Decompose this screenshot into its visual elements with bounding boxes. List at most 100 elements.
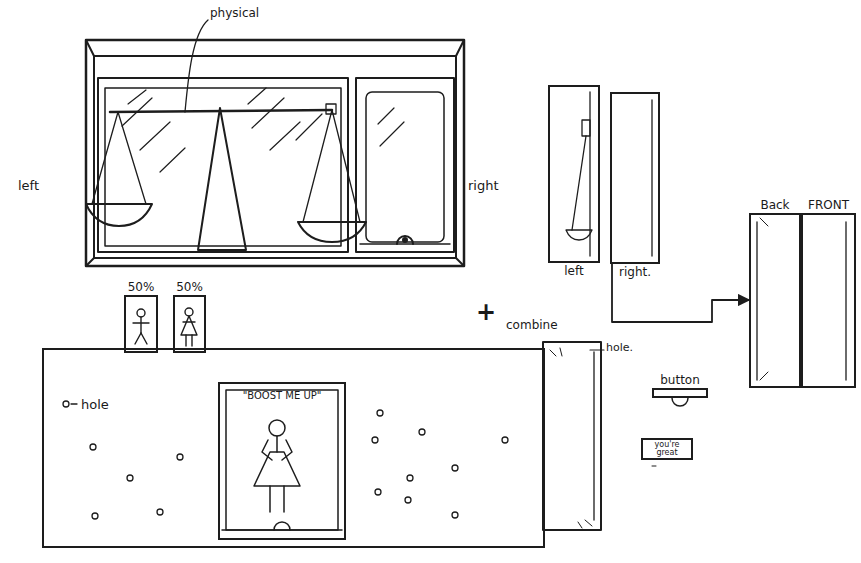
display-cabinet xyxy=(86,40,464,266)
panel-half: Back xyxy=(749,213,801,388)
side-strip xyxy=(560,348,562,356)
poster-figure xyxy=(269,420,285,436)
base-holes xyxy=(419,429,425,435)
sketch-note: combine xyxy=(506,318,558,332)
node-text: Back xyxy=(760,199,789,212)
stick-woman xyxy=(183,321,195,322)
panel-half: FRONT xyxy=(801,213,856,388)
display-cabinet xyxy=(98,78,348,252)
stick-woman xyxy=(181,308,197,346)
display-cabinet xyxy=(366,92,444,242)
node-text: left xyxy=(564,265,583,278)
button-piece: button xyxy=(652,388,708,398)
window-hatching xyxy=(248,88,266,104)
window-hatching xyxy=(160,148,185,172)
balance-scale xyxy=(303,110,332,222)
button-knob xyxy=(672,398,688,406)
display-cabinet xyxy=(86,40,464,266)
window-hatching xyxy=(140,122,170,150)
display-cabinet xyxy=(356,78,454,252)
stick-woman xyxy=(191,335,192,346)
poster-figure xyxy=(254,452,300,486)
stick-woman xyxy=(185,308,193,316)
side-strip xyxy=(550,350,556,356)
display-cabinet xyxy=(360,243,450,245)
base-holes xyxy=(63,401,69,407)
display-cabinet xyxy=(86,258,94,266)
poster-figure xyxy=(274,522,290,530)
display-cabinet xyxy=(94,56,456,258)
arrow-connector xyxy=(612,264,749,322)
poster-figure xyxy=(222,390,342,530)
side-strip xyxy=(585,520,592,526)
panel-details xyxy=(589,92,590,256)
base-holes xyxy=(377,410,383,416)
side-strip xyxy=(578,522,582,528)
panel-details xyxy=(760,218,768,226)
stick-man xyxy=(141,333,147,344)
base-holes xyxy=(452,465,458,471)
window-hatching xyxy=(122,88,404,172)
balance-scale xyxy=(86,204,152,226)
base-holes xyxy=(177,454,183,460)
side-strip xyxy=(590,349,604,350)
sketch-note: right xyxy=(468,178,499,193)
balance-scale xyxy=(118,112,146,204)
base-holes xyxy=(127,475,133,481)
balance-scale xyxy=(86,104,366,250)
base-box: "BOOST ME UP" hole xyxy=(42,348,545,548)
panel-details xyxy=(651,100,652,256)
node-text: right. xyxy=(619,266,651,279)
figure-block: 50% xyxy=(124,295,158,353)
poster-figure xyxy=(283,486,285,512)
display-cabinet xyxy=(403,238,407,242)
poster-figure xyxy=(269,486,271,512)
node-text: 50% xyxy=(128,281,155,294)
message-tag: you're great xyxy=(641,438,693,460)
window-hatching xyxy=(128,90,146,104)
base-holes xyxy=(157,509,163,515)
panel-details xyxy=(572,136,586,230)
panel-details xyxy=(845,222,846,380)
panel-piece: right. xyxy=(610,92,660,264)
node-text: hole xyxy=(81,398,109,412)
window-hatching xyxy=(378,108,394,124)
side-strip xyxy=(543,342,604,530)
node-text: button xyxy=(660,374,700,387)
node-text: FRONT xyxy=(808,199,849,212)
base-holes xyxy=(502,437,508,443)
stick-man xyxy=(133,322,149,323)
window-hatching xyxy=(270,122,300,150)
display-cabinet xyxy=(397,236,413,244)
sketch-note: hole. xyxy=(606,341,633,354)
poster-figure xyxy=(276,436,278,452)
base-holes xyxy=(407,475,413,481)
panel-details xyxy=(566,92,846,380)
sketch-note: physical xyxy=(210,6,259,20)
panel-details xyxy=(756,222,757,380)
node-text: "BOOST ME UP" xyxy=(220,390,344,401)
base-holes xyxy=(90,444,96,450)
plus-sign: + xyxy=(476,298,496,326)
poster-figure xyxy=(262,440,292,460)
stick-man xyxy=(135,333,141,344)
stick-woman xyxy=(185,335,186,346)
balance-scale xyxy=(326,104,336,114)
base-holes xyxy=(375,489,381,495)
base-holes xyxy=(71,403,77,404)
panel-details xyxy=(760,372,768,380)
display-cabinet xyxy=(456,258,464,266)
figure-block: 50% xyxy=(173,295,206,353)
sketch-note: left xyxy=(18,178,39,193)
panel-piece: left xyxy=(548,85,600,263)
poster-figure xyxy=(222,529,342,531)
balance-scale xyxy=(92,112,118,204)
base-holes xyxy=(452,512,458,518)
window-hatching xyxy=(296,114,322,140)
stick-man xyxy=(140,317,141,333)
base-holes xyxy=(372,437,378,443)
stick-man xyxy=(137,309,145,317)
window-hatching xyxy=(252,98,284,128)
